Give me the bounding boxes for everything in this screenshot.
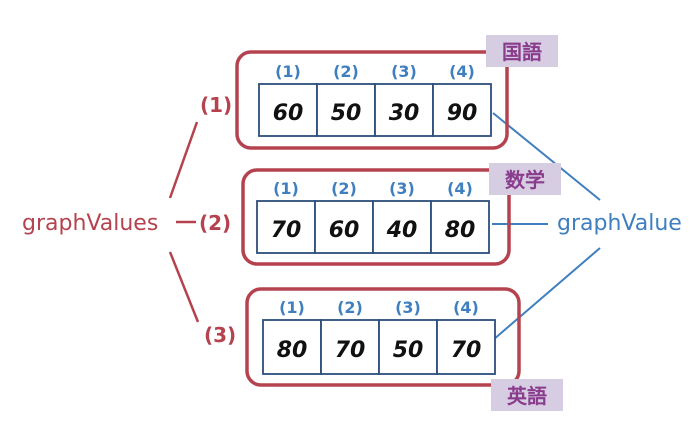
group-sugaku: 数学 (1) (2) (3) (4) 70 60 40 80 xyxy=(241,163,561,266)
subject-tag-bg xyxy=(486,35,558,67)
cell-value: 90 xyxy=(447,101,478,126)
index-label: (3) xyxy=(391,62,417,81)
group-eigo: 英語 (1) (2) (3) (4) 80 70 50 70 xyxy=(245,287,563,411)
index-label: (2) xyxy=(331,179,357,198)
index-row: (1) (2) (3) (4) xyxy=(275,62,475,81)
outer-index-2: (2) xyxy=(199,211,231,235)
graphvalues-label: graphValues xyxy=(22,211,158,236)
index-label: (4) xyxy=(449,62,475,81)
group-frame xyxy=(235,50,509,150)
index-label: (1) xyxy=(273,179,299,198)
outer-index-1: (1) xyxy=(200,93,232,117)
index-label: (4) xyxy=(447,179,473,198)
cell-value: 30 xyxy=(389,101,420,126)
cell-row: 80 70 50 70 xyxy=(262,319,496,375)
array-cell xyxy=(316,83,376,137)
array-cell xyxy=(258,83,318,137)
outer-index-3: (3) xyxy=(204,323,236,347)
inner-line-1 xyxy=(492,112,601,201)
bracket-line-1 xyxy=(168,121,199,199)
array-cell xyxy=(436,319,496,375)
cell-value: 70 xyxy=(271,218,302,243)
subject-tag: 数学 xyxy=(505,168,545,192)
cell-value: 50 xyxy=(331,101,362,126)
cell-value: 60 xyxy=(273,101,304,126)
inner-connectors xyxy=(492,112,601,341)
index-label: (1) xyxy=(275,62,301,81)
cell-value: 40 xyxy=(386,218,418,243)
index-label: (2) xyxy=(333,62,359,81)
array-cell xyxy=(262,319,322,375)
array-cell xyxy=(374,83,434,137)
graphvalue-label: graphValue xyxy=(557,211,682,236)
array-cell xyxy=(430,200,490,254)
outer-bracket xyxy=(168,121,200,323)
cell-value: 80 xyxy=(445,218,476,243)
array-cell xyxy=(432,83,492,137)
cell-value: 50 xyxy=(393,338,424,363)
group-kokugo: 国語 (1) (2) (3) (4) 60 50 30 90 xyxy=(235,35,558,150)
cell-value: 70 xyxy=(335,338,366,363)
group-frame xyxy=(241,168,511,266)
subject-tag-bg xyxy=(491,379,563,411)
subject-tag-bg xyxy=(489,163,561,195)
subject-tag: 英語 xyxy=(507,384,547,408)
subject-tag: 国語 xyxy=(502,40,542,64)
inner-line-3 xyxy=(492,247,601,341)
cell-value: 60 xyxy=(329,218,360,243)
index-row: (1) (2) (3) (4) xyxy=(279,298,479,317)
index-label: (4) xyxy=(453,298,479,317)
index-label: (2) xyxy=(337,298,363,317)
index-row: (1) (2) (3) (4) xyxy=(273,179,473,198)
index-label: (3) xyxy=(395,298,421,317)
cell-row: 60 50 30 90 xyxy=(258,83,492,137)
cell-value: 80 xyxy=(277,338,308,363)
group-frame xyxy=(245,287,521,387)
cell-row: 70 60 40 80 xyxy=(256,200,490,254)
bracket-line-3 xyxy=(168,251,200,323)
index-label: (3) xyxy=(389,179,415,198)
array-cell xyxy=(378,319,438,375)
cell-value: 70 xyxy=(451,338,482,363)
array-cell xyxy=(320,319,380,375)
index-label: (1) xyxy=(279,298,305,317)
